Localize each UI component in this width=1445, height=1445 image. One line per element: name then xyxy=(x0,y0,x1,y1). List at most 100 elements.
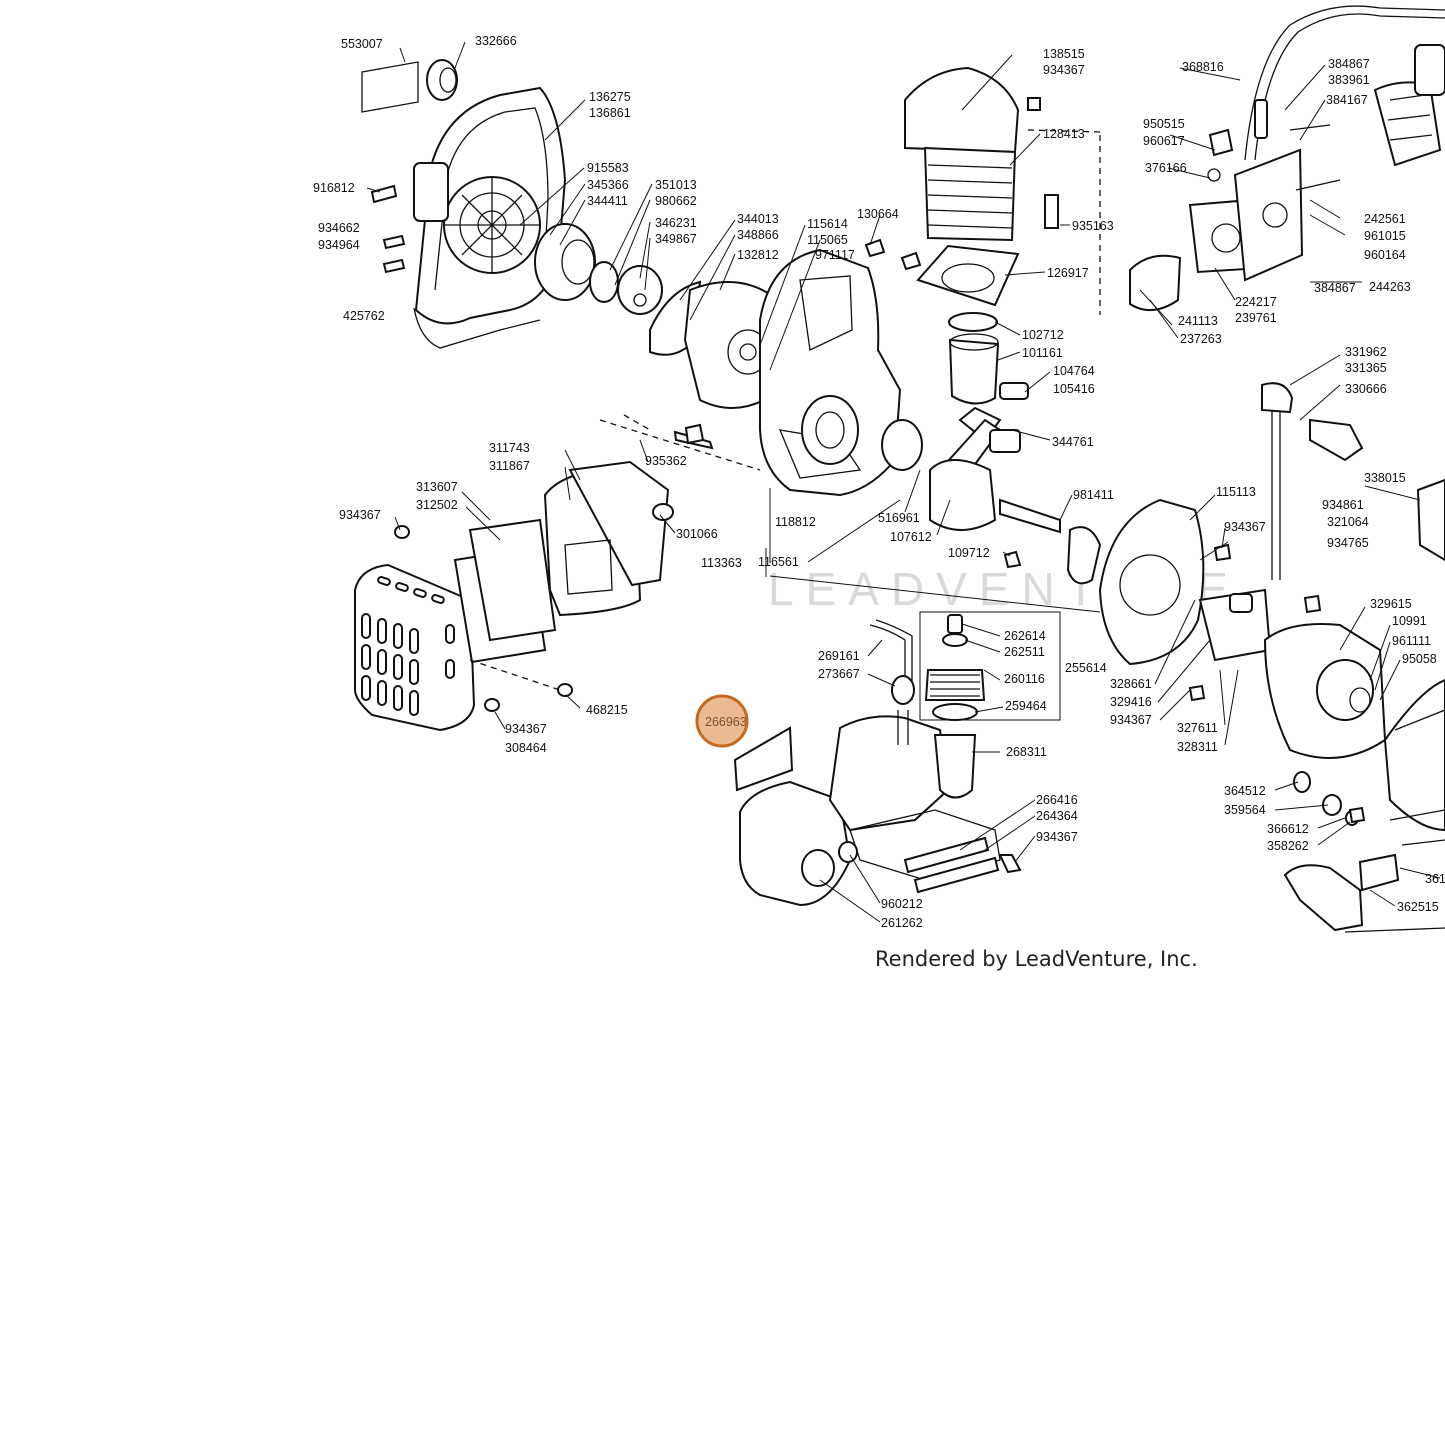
part-label[interactable]: 329416 xyxy=(1110,695,1152,709)
part-label[interactable]: 331365 xyxy=(1345,361,1387,375)
part-label[interactable]: 344013 xyxy=(737,212,779,226)
part-label[interactable]: 237263 xyxy=(1180,332,1222,346)
part-label[interactable]: 344411 xyxy=(587,194,628,208)
part-label[interactable]: 329615 xyxy=(1370,597,1412,611)
part-label[interactable]: 313607 xyxy=(416,480,458,494)
part-label[interactable]: 934367 xyxy=(339,508,381,522)
part-label[interactable]: 255614 xyxy=(1065,661,1107,675)
part-label[interactable]: 349867 xyxy=(655,232,697,246)
part-label[interactable]: 311867 xyxy=(489,459,530,473)
part-label[interactable]: 359564 xyxy=(1224,803,1266,817)
part-label[interactable]: 961015 xyxy=(1364,229,1406,243)
part-label[interactable]: 118812 xyxy=(775,515,816,529)
part-label[interactable]: 934367 xyxy=(1036,830,1078,844)
part-label[interactable]: 102712 xyxy=(1022,328,1064,342)
part-label[interactable]: 115065 xyxy=(807,233,848,247)
part-label[interactable]: 107612 xyxy=(890,530,932,544)
part-label[interactable]: 960164 xyxy=(1364,248,1406,262)
part-label[interactable]: 101161 xyxy=(1022,346,1063,360)
part-label[interactable]: 328661 xyxy=(1110,677,1152,691)
part-label[interactable]: 344761 xyxy=(1052,435,1094,449)
part-label[interactable]: 916812 xyxy=(313,181,355,195)
part-label[interactable]: 113363 xyxy=(701,556,742,570)
part-label[interactable]: 980662 xyxy=(655,194,697,208)
part-label[interactable]: 358262 xyxy=(1267,839,1309,853)
part-label[interactable]: 915583 xyxy=(587,161,629,175)
part-label[interactable]: 105416 xyxy=(1053,382,1095,396)
part-label[interactable]: 312502 xyxy=(416,498,458,512)
part-label[interactable]: 327611 xyxy=(1177,721,1218,735)
part-label[interactable]: 366612 xyxy=(1267,822,1309,836)
part-label[interactable]: 311743 xyxy=(489,441,530,455)
part-label[interactable]: 224217 xyxy=(1235,295,1277,309)
part-label[interactable]: 136275 xyxy=(589,90,631,104)
part-label[interactable]: 269161 xyxy=(818,649,860,663)
part-label[interactable]: 935163 xyxy=(1072,219,1114,233)
part-label[interactable]: 115113 xyxy=(1216,485,1256,499)
part-label[interactable]: 126917 xyxy=(1047,266,1089,280)
part-label[interactable]: 384167 xyxy=(1326,93,1368,107)
part-label[interactable]: 971117 xyxy=(815,248,855,262)
part-label[interactable]: 376166 xyxy=(1145,161,1187,175)
part-label[interactable]: 332666 xyxy=(475,34,517,48)
part-label[interactable]: 425762 xyxy=(343,309,385,323)
part-label[interactable]: 331962 xyxy=(1345,345,1387,359)
part-label[interactable]: 136861 xyxy=(589,106,631,120)
part-label[interactable]: 328311 xyxy=(1177,740,1218,754)
part-label[interactable]: 244263 xyxy=(1369,280,1411,294)
part-label[interactable]: 262511 xyxy=(1004,645,1045,659)
part-label[interactable]: 95058 xyxy=(1402,652,1437,666)
part-label[interactable]: 338015 xyxy=(1364,471,1406,485)
part-label[interactable]: 934964 xyxy=(318,238,360,252)
part-label[interactable]: 361 xyxy=(1425,872,1445,886)
part-label[interactable]: 242561 xyxy=(1364,212,1406,226)
part-label[interactable]: 301066 xyxy=(676,527,718,541)
part-label[interactable]: 383961 xyxy=(1328,73,1370,87)
part-label[interactable]: 934662 xyxy=(318,221,360,235)
part-label[interactable]: 321064 xyxy=(1327,515,1369,529)
part-label[interactable]: 273667 xyxy=(818,667,860,681)
part-label[interactable]: 934367 xyxy=(1224,520,1266,534)
part-label[interactable]: 934367 xyxy=(505,722,547,736)
part-label[interactable]: 961111 xyxy=(1392,634,1431,648)
part-label[interactable]: 934765 xyxy=(1327,536,1369,550)
part-label[interactable]: 346231 xyxy=(655,216,697,230)
part-label[interactable]: 104764 xyxy=(1053,364,1095,378)
part-label[interactable]: 934367 xyxy=(1110,713,1152,727)
part-label[interactable]: 330666 xyxy=(1345,382,1387,396)
part-label[interactable]: 935362 xyxy=(645,454,687,468)
part-label[interactable]: 351013 xyxy=(655,178,697,192)
highlighted-part-hotspot[interactable] xyxy=(695,694,749,748)
part-label[interactable]: 368816 xyxy=(1182,60,1224,74)
part-label[interactable]: 960617 xyxy=(1143,134,1185,148)
part-label[interactable]: 981411 xyxy=(1073,488,1114,502)
part-label[interactable]: 384867 xyxy=(1314,281,1356,295)
part-label[interactable]: 259464 xyxy=(1005,699,1047,713)
part-label[interactable]: 128413 xyxy=(1043,127,1085,141)
part-label[interactable]: 934861 xyxy=(1322,498,1364,512)
part-label[interactable]: 130664 xyxy=(857,207,899,221)
part-label[interactable]: 934367 xyxy=(1043,63,1085,77)
part-label[interactable]: 115614 xyxy=(807,217,848,231)
part-label[interactable]: 266416 xyxy=(1036,793,1078,807)
part-label[interactable]: 241113 xyxy=(1178,314,1218,328)
part-label[interactable]: 268311 xyxy=(1006,745,1047,759)
part-label[interactable]: 950515 xyxy=(1143,117,1185,131)
part-label[interactable]: 261262 xyxy=(881,916,923,930)
part-label[interactable]: 364512 xyxy=(1224,784,1266,798)
part-label[interactable]: 384867 xyxy=(1328,57,1370,71)
part-label[interactable]: 138515 xyxy=(1043,47,1085,61)
part-label[interactable]: 308464 xyxy=(505,741,547,755)
part-label[interactable]: 553007 xyxy=(341,37,383,51)
part-label[interactable]: 264364 xyxy=(1036,809,1078,823)
part-label[interactable]: 239761 xyxy=(1235,311,1277,325)
part-label[interactable]: 109712 xyxy=(948,546,990,560)
part-label[interactable]: 960212 xyxy=(881,897,923,911)
part-label[interactable]: 516961 xyxy=(878,511,920,525)
part-label[interactable]: 132812 xyxy=(737,248,779,262)
part-label[interactable]: 116561 xyxy=(758,555,799,569)
part-label[interactable]: 362515 xyxy=(1397,900,1439,914)
part-label[interactable]: 348866 xyxy=(737,228,779,242)
part-label[interactable]: 10991 xyxy=(1392,614,1427,628)
part-label[interactable]: 260116 xyxy=(1004,672,1045,686)
